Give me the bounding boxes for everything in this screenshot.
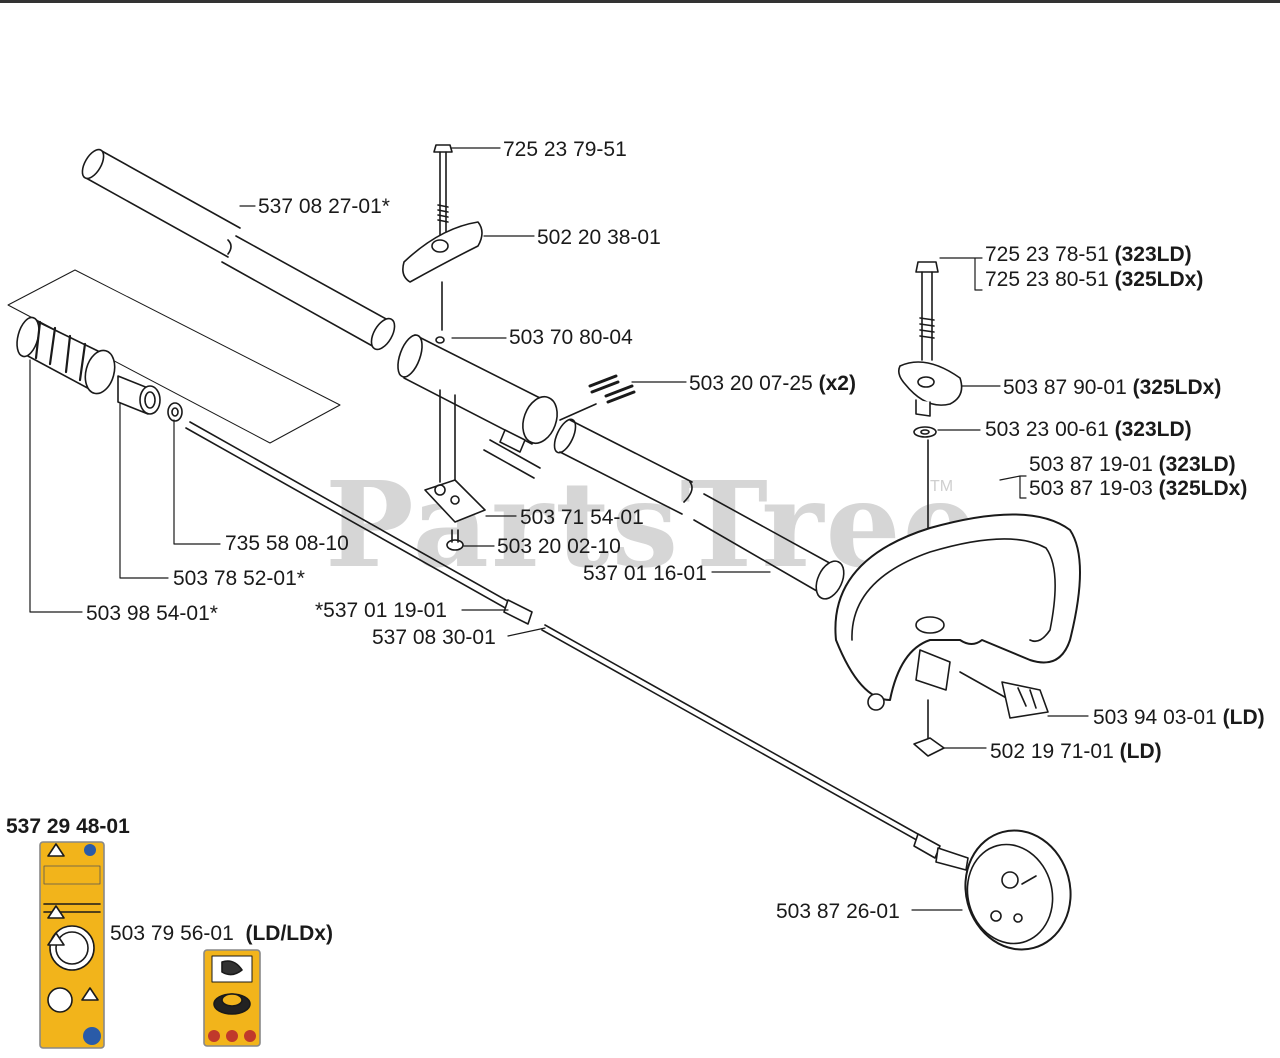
screws-pair[interactable]	[559, 374, 636, 421]
rubber-grip[interactable]	[13, 315, 119, 397]
upper-shaft-tube[interactable]	[78, 146, 399, 353]
top-border	[0, 0, 1280, 3]
part-label-537-01-19-01[interactable]: *537 01 19-01	[315, 599, 447, 622]
knob-upper[interactable]	[402, 221, 483, 283]
decal-kit-title: 537 29 48-01	[6, 815, 130, 838]
part-label-537-01-16-01[interactable]: 537 01 16-01	[583, 562, 707, 585]
loop-handle[interactable]	[834, 513, 1081, 711]
part-label-735-58-08-10[interactable]: 735 58 08-10	[225, 532, 349, 555]
washer[interactable]	[167, 402, 183, 422]
watermark-tm: TM	[930, 478, 954, 495]
square-nut[interactable]	[913, 737, 945, 757]
part-label-537-08-30-01[interactable]: 537 08 30-01	[372, 626, 496, 649]
part-label-537-08-27-01[interactable]: 537 08 27-01*	[258, 195, 390, 218]
part-label-502-20-38-01[interactable]: 502 20 38-01	[537, 226, 661, 249]
drive-shaft[interactable]	[185, 421, 521, 615]
part-label-503-20-07-25[interactable]: 503 20 07-25 (x2)	[689, 372, 856, 395]
drive-hub[interactable]	[935, 819, 1084, 962]
assembly-frame	[7, 269, 341, 444]
warning-decal[interactable]	[39, 841, 105, 1049]
part-label-503-87-19-01[interactable]: 503 87 19-01 (323LD)	[1029, 453, 1236, 476]
part-label-502-19-71-01[interactable]: 502 19 71-01 (LD)	[990, 740, 1162, 763]
nut-plate[interactable]	[424, 479, 486, 523]
bolt-top[interactable]	[433, 144, 453, 239]
part-label-503-20-02-10[interactable]: 503 20 02-10	[497, 535, 621, 558]
knob-handle[interactable]	[898, 361, 963, 417]
shaft-clamp[interactable]	[393, 332, 563, 453]
part-label-503-23-00-61[interactable]: 503 23 00-61 (323LD)	[985, 418, 1192, 441]
washer-right[interactable]	[913, 426, 937, 438]
part-label-725-23-79-51[interactable]: 725 23 79-51	[503, 138, 627, 161]
switch-connector[interactable]	[959, 671, 1049, 719]
part-label-503-78-52-01[interactable]: 503 78 52-01*	[173, 567, 305, 590]
bolt-right[interactable]	[915, 261, 939, 361]
part-label-503-71-54-01[interactable]: 503 71 54-01	[520, 506, 644, 529]
part-label-725-23-80-51[interactable]: 725 23 80-51 (325LDx)	[985, 268, 1204, 291]
part-label-503-87-26-01[interactable]: 503 87 26-01	[776, 900, 900, 923]
part-label-503-87-90-01[interactable]: 503 87 90-01 (325LDx)	[1003, 376, 1222, 399]
lower-shaft-tube[interactable]	[550, 416, 849, 603]
part-label-503-87-19-03[interactable]: 503 87 19-03 (325LDx)	[1029, 477, 1248, 500]
flex-shaft[interactable]	[541, 624, 926, 844]
leader-lines	[29, 147, 1089, 911]
part-label-503-98-54-01[interactable]: 503 98 54-01*	[86, 602, 218, 625]
part-label-503-94-03-01[interactable]: 503 94 03-01 (LD)	[1093, 706, 1265, 729]
screw-small[interactable]	[446, 529, 464, 551]
part-label-503-79-56-01[interactable]: 503 79 56-01 (LD/LDx)	[110, 922, 333, 945]
nut[interactable]	[117, 375, 161, 415]
part-label-503-70-80-04[interactable]: 503 70 80-04	[509, 326, 633, 349]
part-label-725-23-78-51[interactable]: 725 23 78-51 (323LD)	[985, 243, 1192, 266]
spool-decal[interactable]	[203, 949, 261, 1047]
